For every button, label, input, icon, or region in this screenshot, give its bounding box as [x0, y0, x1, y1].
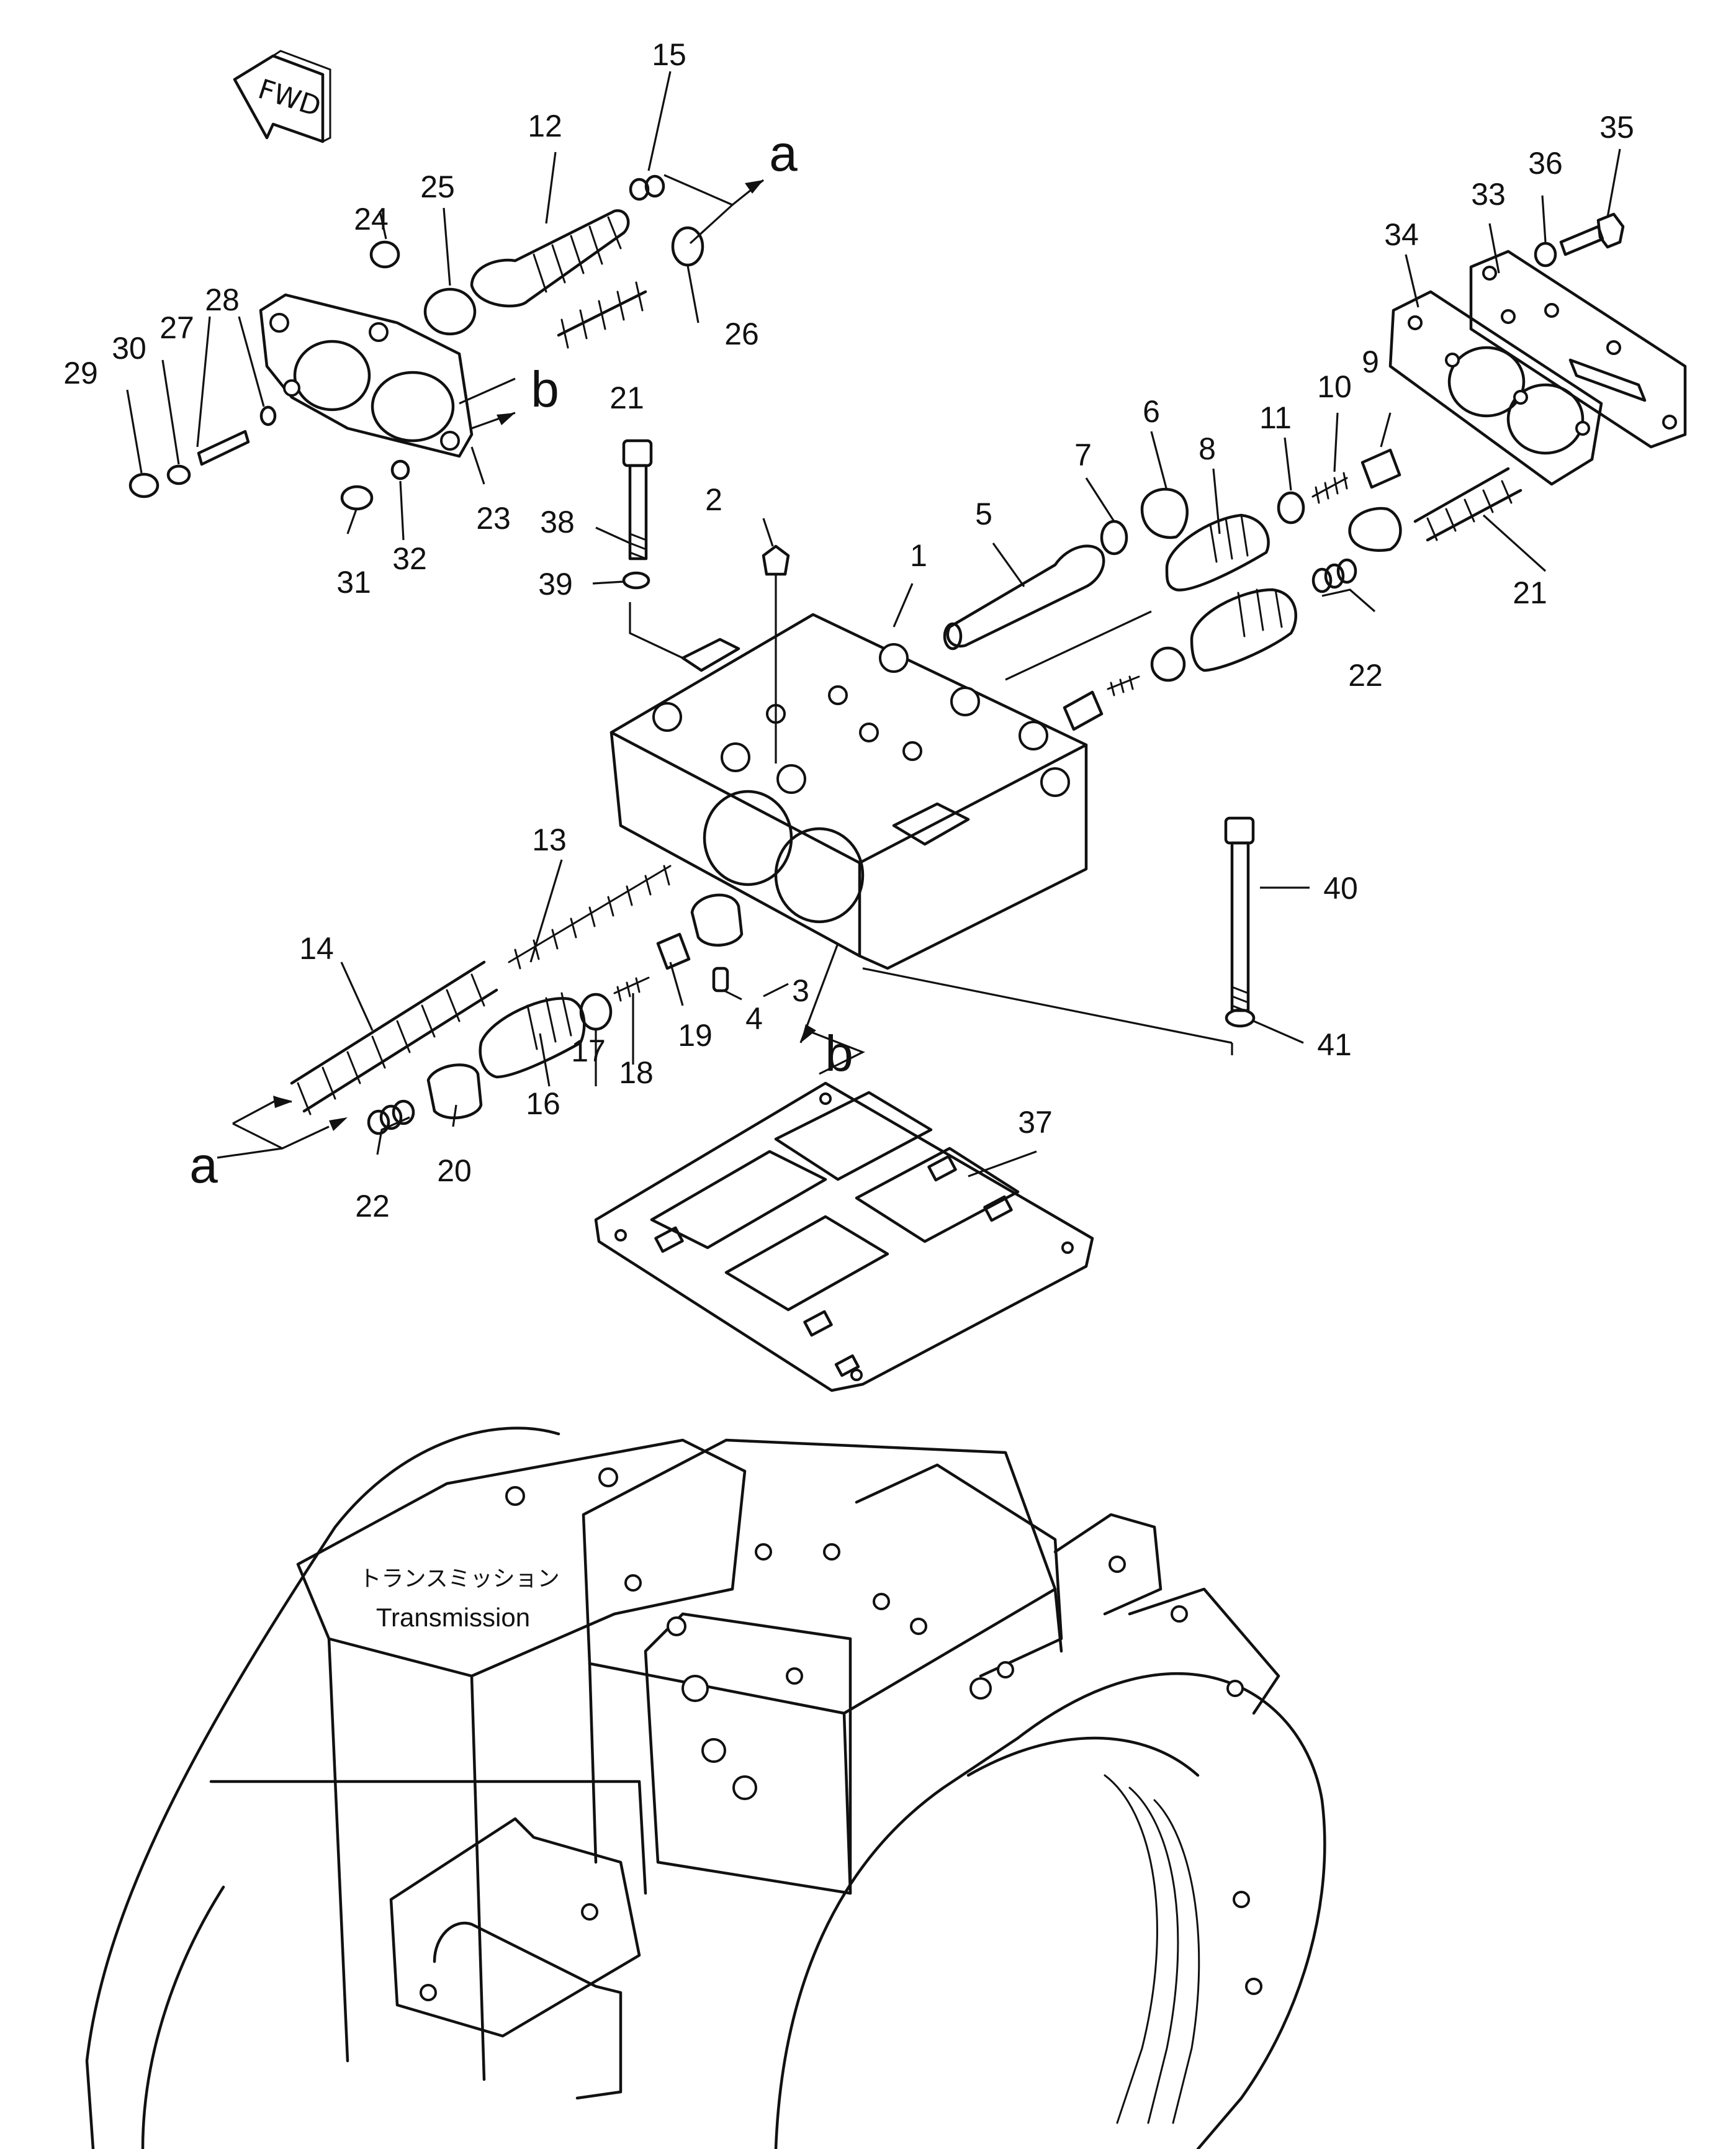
callout-20: 20 — [437, 1153, 472, 1188]
callout-32: 32 — [392, 541, 427, 576]
callout-10: 10 — [1317, 369, 1352, 404]
bolt-40 — [1224, 816, 1256, 1028]
callout-19: 19 — [678, 1018, 713, 1053]
bolt-38 — [622, 439, 653, 590]
callout-23: 23 — [476, 501, 511, 536]
callout-28: 28 — [205, 282, 240, 317]
callout-36: 36 — [1528, 146, 1563, 181]
callout-22b: 22 — [355, 1189, 390, 1223]
callout-18: 18 — [619, 1055, 654, 1090]
end-cover-23 — [259, 293, 474, 458]
callout-7: 7 — [1074, 438, 1092, 472]
callout-35: 35 — [1599, 110, 1634, 145]
ref-letter-a-bottom: a — [189, 1137, 218, 1194]
callout-27: 27 — [160, 310, 194, 345]
callout-6: 6 — [1143, 394, 1160, 429]
callout-38: 38 — [540, 505, 575, 539]
callout-3: 3 — [792, 973, 809, 1008]
ref-letter-b-bottom: b — [825, 1025, 853, 1082]
callout-39: 39 — [538, 567, 573, 601]
transmission-housing — [85, 1426, 1326, 2149]
callout-21: 21 — [609, 381, 644, 415]
callout-1: 1 — [910, 538, 927, 573]
callout-37: 37 — [1018, 1105, 1053, 1140]
callout-4: 4 — [745, 1001, 763, 1036]
caption-english: Transmission — [376, 1603, 530, 1632]
detent-plug-2 — [762, 544, 790, 764]
callout-11: 11 — [1259, 400, 1292, 435]
callout-33: 33 — [1471, 177, 1506, 212]
piston-group-middle-right — [1005, 558, 1357, 731]
ref-letter-b-left: b — [531, 361, 559, 418]
reference-lines-upper — [459, 174, 764, 430]
callout-24: 24 — [354, 202, 389, 237]
callout-numbers: 1 2 3 4 5 6 7 8 9 10 11 12 13 14 15 16 1… — [63, 37, 1634, 1223]
callout-13: 13 — [532, 822, 567, 857]
reference-lines-lower — [217, 602, 1233, 1159]
callout-2: 2 — [705, 482, 722, 517]
fwd-direction-arrow: FWD — [233, 50, 331, 143]
fwd-label: FWD — [254, 73, 325, 123]
callout-41: 41 — [1317, 1027, 1352, 1062]
ref-letter-a-top: a — [769, 125, 798, 182]
callout-26: 26 — [724, 317, 759, 351]
spool-5 — [943, 544, 1105, 651]
callout-34: 34 — [1384, 217, 1419, 252]
callout-9: 9 — [1362, 345, 1379, 379]
bolt-35-washer-36 — [1534, 212, 1625, 268]
caption-japanese: トランスミッション — [359, 1566, 559, 1592]
callout-30: 30 — [112, 331, 146, 366]
callout-29: 29 — [63, 356, 98, 390]
piston-group-upper-right — [1100, 448, 1522, 592]
gasket-34 — [1388, 290, 1603, 486]
gasket-37 — [594, 1081, 1094, 1392]
callout-16: 16 — [526, 1086, 560, 1121]
valve-body-1 — [609, 613, 1088, 970]
callout-14: 14 — [299, 931, 334, 966]
pistons-lower-left — [367, 893, 744, 1135]
callout-25: 25 — [420, 169, 455, 204]
callout-40: 40 — [1323, 871, 1358, 906]
callout-22: 22 — [1348, 658, 1383, 693]
cover-33 — [1469, 250, 1687, 449]
callout-17: 17 — [571, 1034, 606, 1068]
callout-12: 12 — [528, 109, 562, 143]
callout-8: 8 — [1199, 431, 1216, 466]
callout-leaders — [126, 71, 1621, 1178]
callout-15: 15 — [652, 37, 686, 72]
fittings-upper-left — [128, 174, 704, 511]
callout-31: 31 — [336, 565, 371, 600]
spring-14 — [290, 960, 498, 1115]
callout-5: 5 — [975, 497, 992, 531]
callout-21b: 21 — [1513, 575, 1547, 610]
